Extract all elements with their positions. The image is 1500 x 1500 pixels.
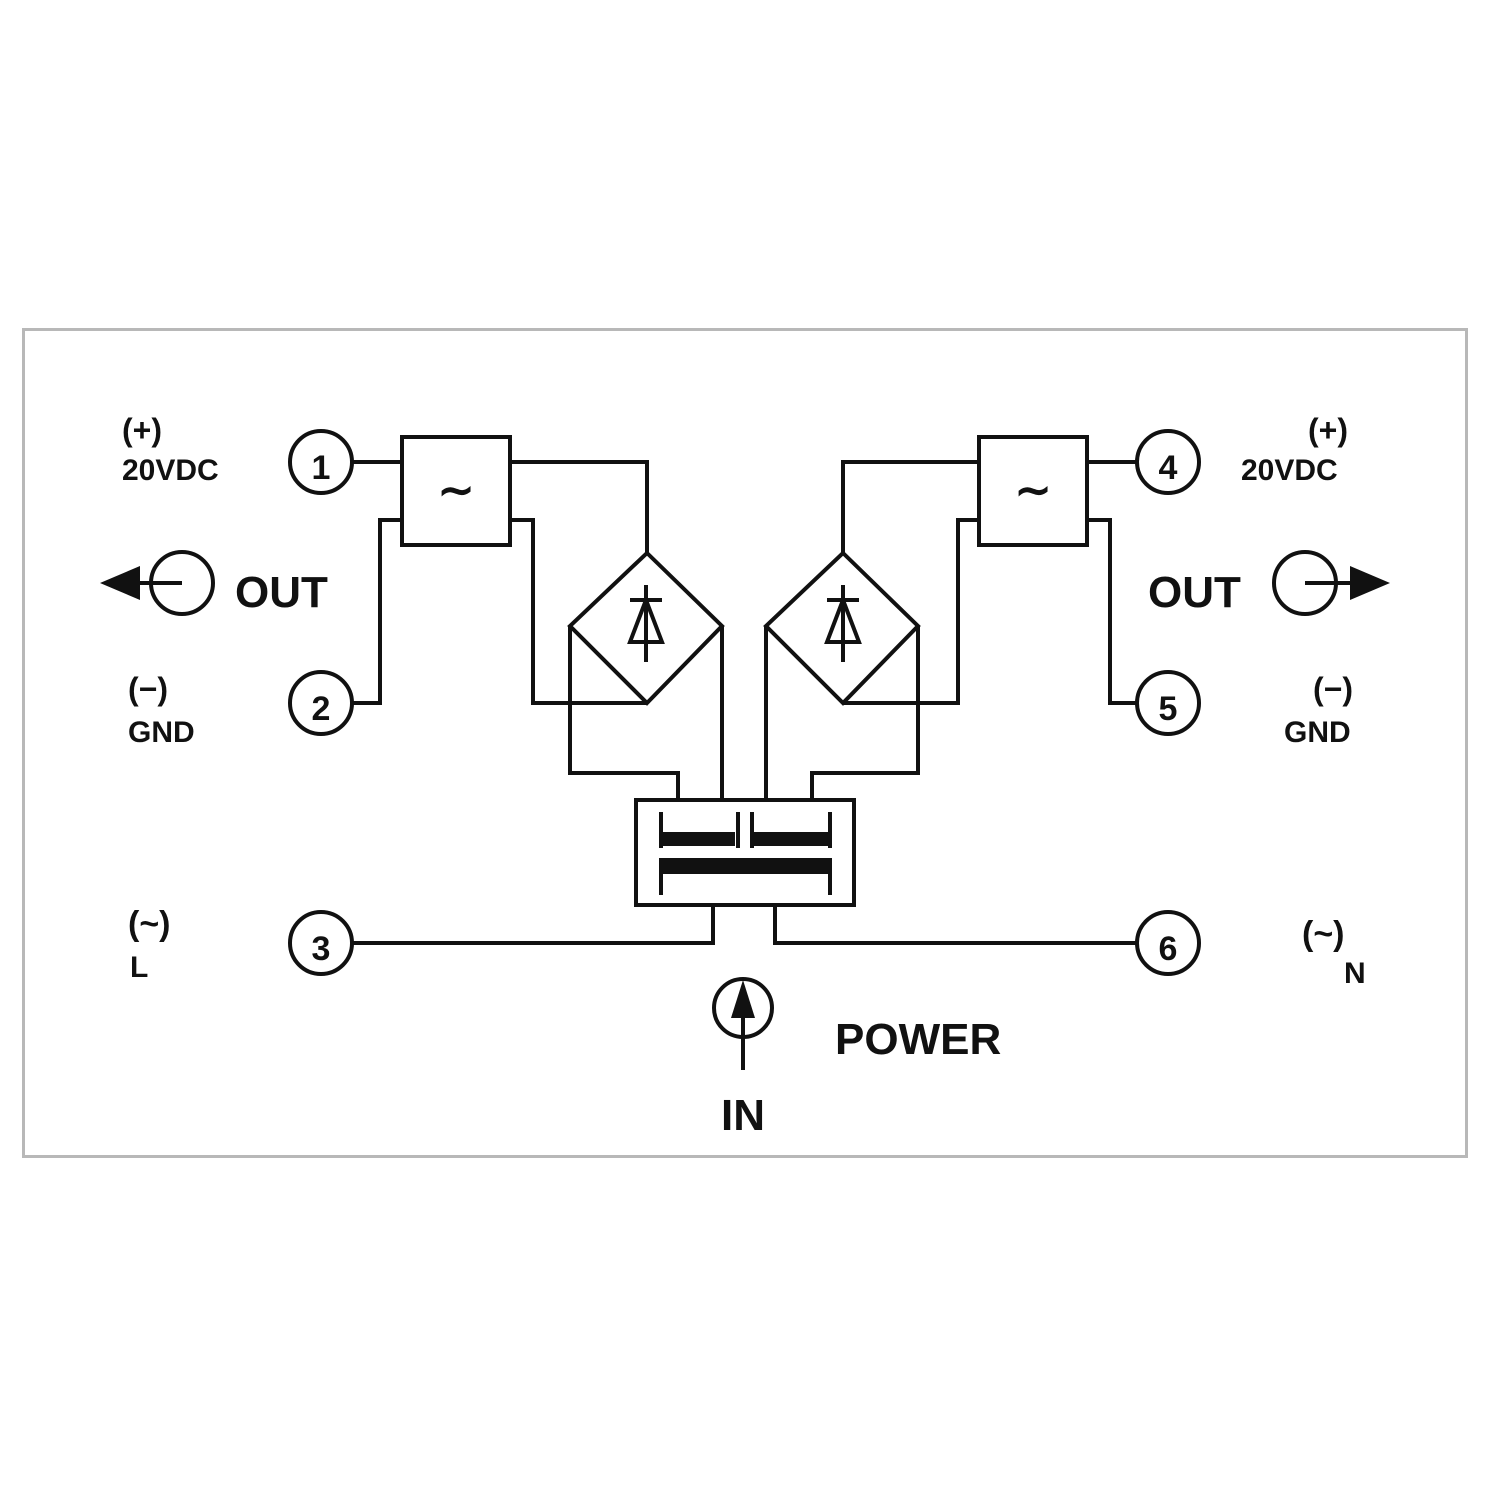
terminal-5: 5 [1135,670,1201,736]
power-wiring [352,905,1137,945]
power-input-arrow-icon [712,977,774,1070]
terminal-6: 6 [1135,910,1201,976]
terminal-4: 4 [1135,429,1201,495]
t4-sign-label: (+) [1308,412,1348,448]
terminal-1: 1 [288,429,354,495]
power-label: POWER [835,1015,1001,1064]
t5-name-label: GND [1284,716,1351,749]
converter-right: ∼ [977,435,1089,547]
t6-name-label: N [1344,957,1366,990]
right-channel-wiring [764,460,1137,800]
t5-sign-label: (−) [1313,671,1353,707]
output-right-arrow-icon [1272,550,1390,616]
diode-left-icon [627,585,665,662]
diode-right-icon [824,585,862,662]
t4-voltage-label: 20VDC [1241,454,1338,487]
terminal-2-number: 2 [312,690,331,728]
t3-name-label: L [130,951,148,984]
left-channel-wiring [352,460,724,800]
terminal-5-number: 5 [1159,690,1178,728]
transformer [634,798,856,907]
terminal-1-number: 1 [312,449,331,487]
output-left-label: OUT [235,568,328,617]
terminal-3: 3 [288,910,354,976]
t6-sign-label: (~) [1302,915,1345,953]
t1-voltage-label: 20VDC [122,454,219,487]
t3-sign-label: (~) [128,905,171,943]
bridge-rectifier-right [763,550,921,706]
converter-left: ∼ [400,435,512,547]
output-left-arrow-icon [100,550,215,616]
terminal-3-number: 3 [312,930,331,968]
converter-right-symbol: ∼ [1015,466,1052,515]
t2-name-label: GND [128,716,195,749]
output-right-label: OUT [1148,568,1241,617]
terminal-4-number: 4 [1159,449,1178,487]
power-in-label: IN [721,1091,765,1140]
terminal-6-number: 6 [1159,930,1178,968]
t2-sign-label: (−) [128,671,168,707]
converter-left-symbol: ∼ [438,466,475,515]
bridge-rectifier-left [567,550,725,706]
t1-sign-label: (+) [122,412,162,448]
terminal-2: 2 [288,670,354,736]
